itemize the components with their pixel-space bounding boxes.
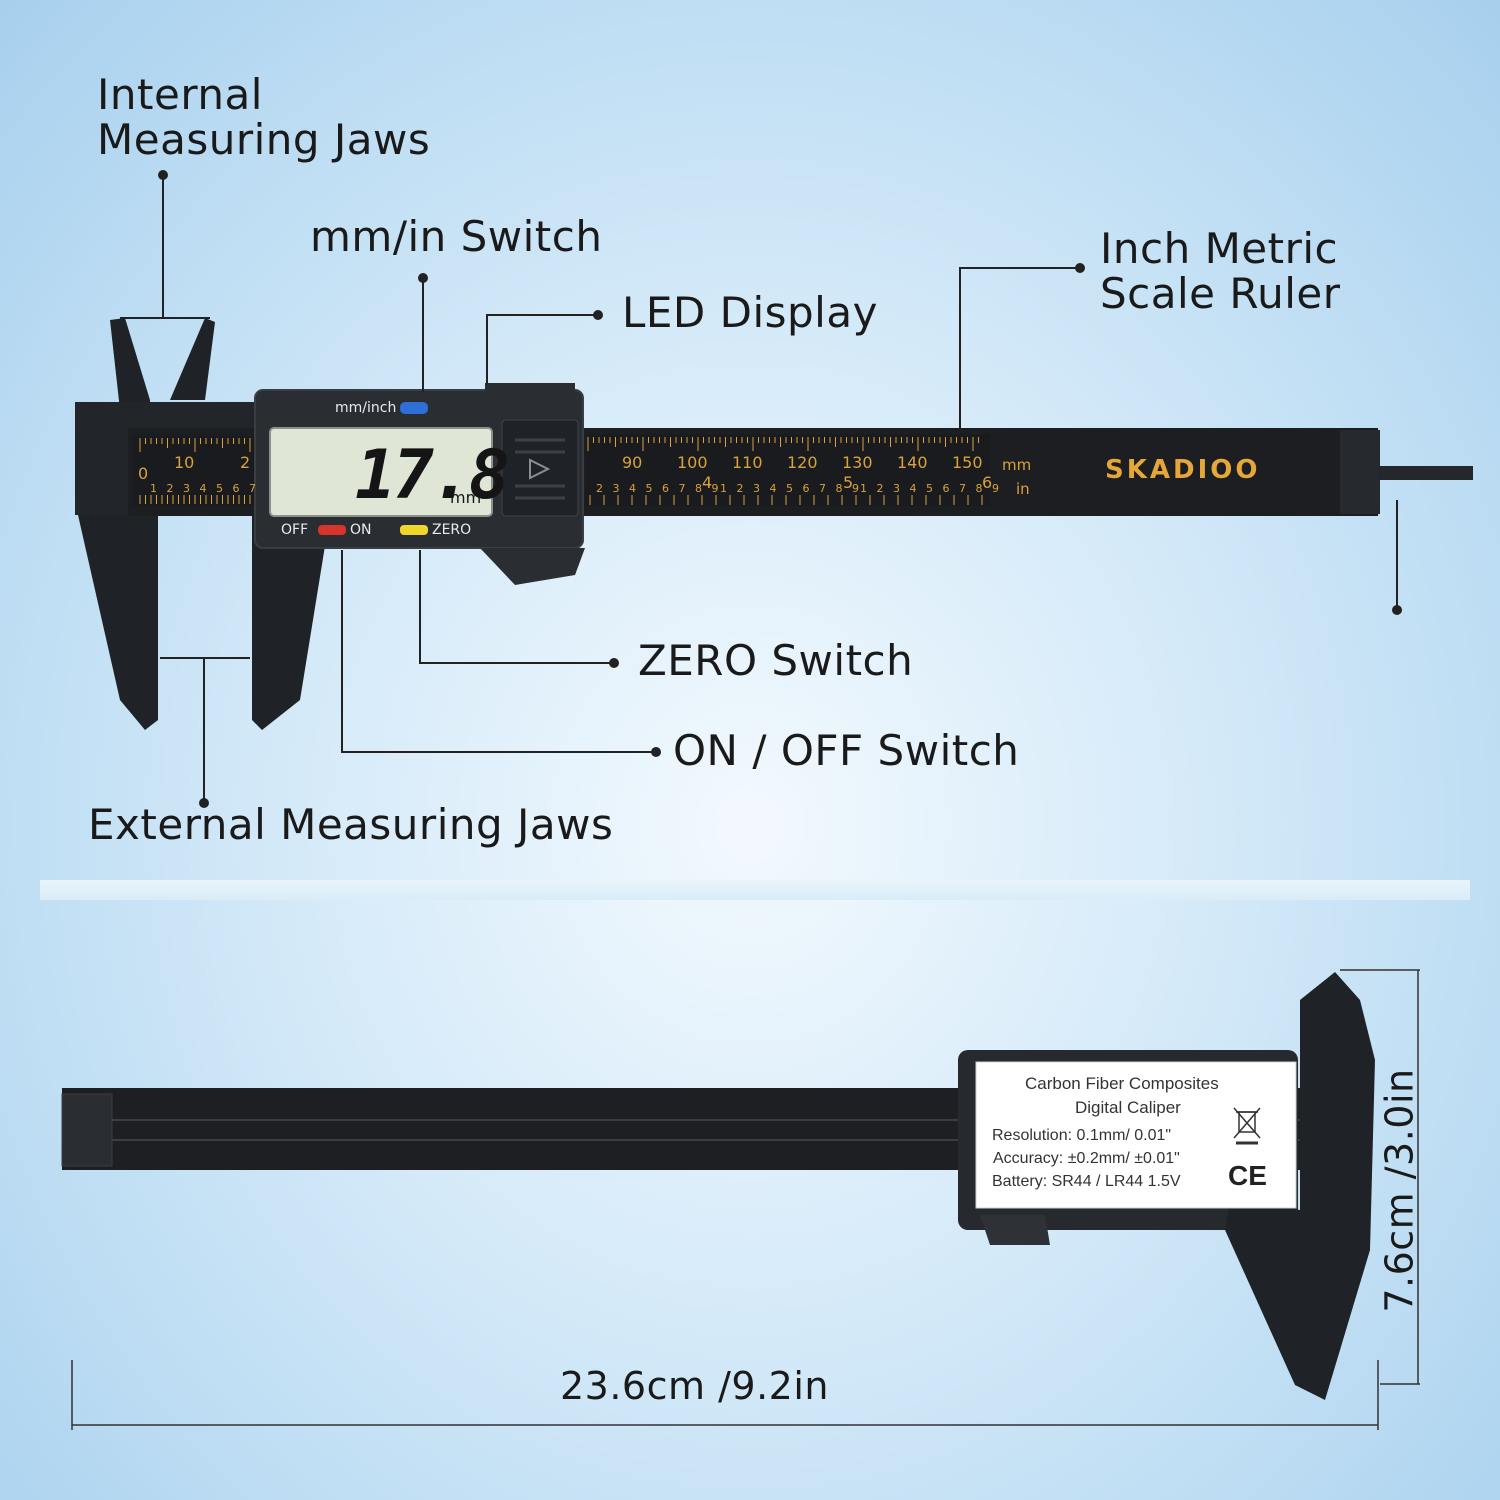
length-dimension: 23.6cm /9.2in: [560, 1364, 829, 1408]
inch-metric-label: Inch Metric Scale Ruler: [1100, 226, 1341, 317]
inch-small-1: 2 3 4 5 6 7 8 9: [596, 482, 722, 495]
internal-jaws-label: Internal Measuring Jaws: [97, 72, 430, 163]
left-small-marks: 1 2 3 4 5 6 7: [150, 482, 259, 495]
spec-line1: Carbon Fiber Composites: [1025, 1074, 1219, 1093]
mm-mark-130: 130: [842, 453, 873, 472]
inch-metric-line2: Scale Ruler: [1100, 269, 1341, 319]
off-label: OFF: [281, 522, 309, 538]
brand-logo: SKADIOO: [1105, 455, 1261, 485]
led-display-label: LED Display: [622, 288, 878, 337]
inch-mark-4: 4: [702, 473, 713, 492]
back-jaw: [1225, 972, 1375, 1400]
internal-jaw-fixed: [110, 318, 150, 410]
roller-grip[interactable]: [515, 438, 565, 500]
beam-end-cap: [61, 1093, 113, 1167]
caliper-back-view: [61, 969, 1420, 1430]
inch-small-3: 1 2 3 4 5 6 7 8 9: [860, 482, 1002, 495]
thumb-rest: [480, 548, 585, 585]
lcd-unit: mm: [450, 488, 482, 507]
mm-in-switch-label: mm/in Switch: [310, 212, 603, 261]
spec-sticker: [975, 1061, 1297, 1209]
off-on-button[interactable]: [318, 525, 346, 535]
play-arrow-icon: [529, 458, 551, 480]
section-divider: [40, 880, 1470, 900]
mm-mark-90: 90: [622, 453, 643, 472]
leader-dots: [158, 170, 1402, 808]
in-unit-label: in: [1016, 480, 1030, 498]
spec-line2: Digital Caliper: [1075, 1098, 1181, 1117]
lcd-reading: 17.8: [355, 436, 510, 515]
external-jaws-label: External Measuring Jaws: [88, 800, 614, 849]
left-mark-10: 10: [174, 453, 195, 472]
external-jaw-moving: [252, 515, 330, 730]
on-label: ON: [350, 522, 372, 538]
depth-rod: [1378, 466, 1473, 480]
zero-label: ZERO: [432, 522, 472, 538]
external-jaw-fixed: [78, 515, 158, 730]
beam-end: [1340, 430, 1380, 514]
dimension-lines: [71, 969, 1420, 1430]
caliper-front-view: [75, 170, 1473, 808]
spec-resolution: Resolution: 0.1mm/ 0.01": [992, 1127, 1172, 1144]
inch-mark-5: 5: [843, 473, 854, 492]
mm-scale-ticks: [587, 437, 979, 451]
internal-jaw-moving: [170, 318, 215, 400]
mm-inch-label: mm/inch: [335, 400, 397, 416]
spec-accuracy: Accuracy: ±0.2mm/ ±0.01": [993, 1150, 1180, 1167]
mm-mark-100: 100: [677, 453, 708, 472]
left-scale-ticks: [139, 438, 251, 504]
leader-lines: [120, 175, 1398, 803]
lcd-screen: [269, 427, 493, 517]
zero-switch-label: ZERO Switch: [638, 636, 914, 685]
weee-bin-icon: [1233, 1107, 1261, 1145]
internal-jaws-line1: Internal: [97, 70, 263, 119]
mm-unit-label: mm: [1002, 456, 1032, 474]
height-dimension: 7.6cm /3.0in: [1377, 1068, 1422, 1313]
inch-scale-ticks: [589, 495, 983, 505]
spec-battery: Battery: SR44 / LR44 1.5V: [992, 1173, 1181, 1190]
inch-mark-6: 6: [982, 473, 993, 492]
on-off-switch-label: ON / OFF Switch: [673, 726, 1020, 775]
thumb-wheel-housing: [485, 383, 575, 395]
internal-jaws-line2: Measuring Jaws: [97, 115, 431, 165]
mm-mark-140: 140: [897, 453, 928, 472]
scale-band-right: [585, 434, 990, 506]
mm-mark-120: 120: [787, 453, 818, 472]
left-mark-0: 0: [138, 464, 149, 483]
roller-box: [501, 419, 579, 517]
mm-inch-button[interactable]: [400, 402, 428, 414]
ce-mark: CE: [1228, 1160, 1267, 1191]
mm-mark-110: 110: [732, 453, 763, 472]
inch-small-2: 1 2 3 4 5 6 7 8 9: [720, 482, 862, 495]
left-mark-2: 2: [240, 453, 251, 472]
inch-metric-line1: Inch Metric: [1100, 224, 1339, 273]
back-thumb-rest: [980, 1215, 1050, 1245]
zero-button[interactable]: [400, 525, 428, 535]
mm-mark-150: 150: [952, 453, 983, 472]
